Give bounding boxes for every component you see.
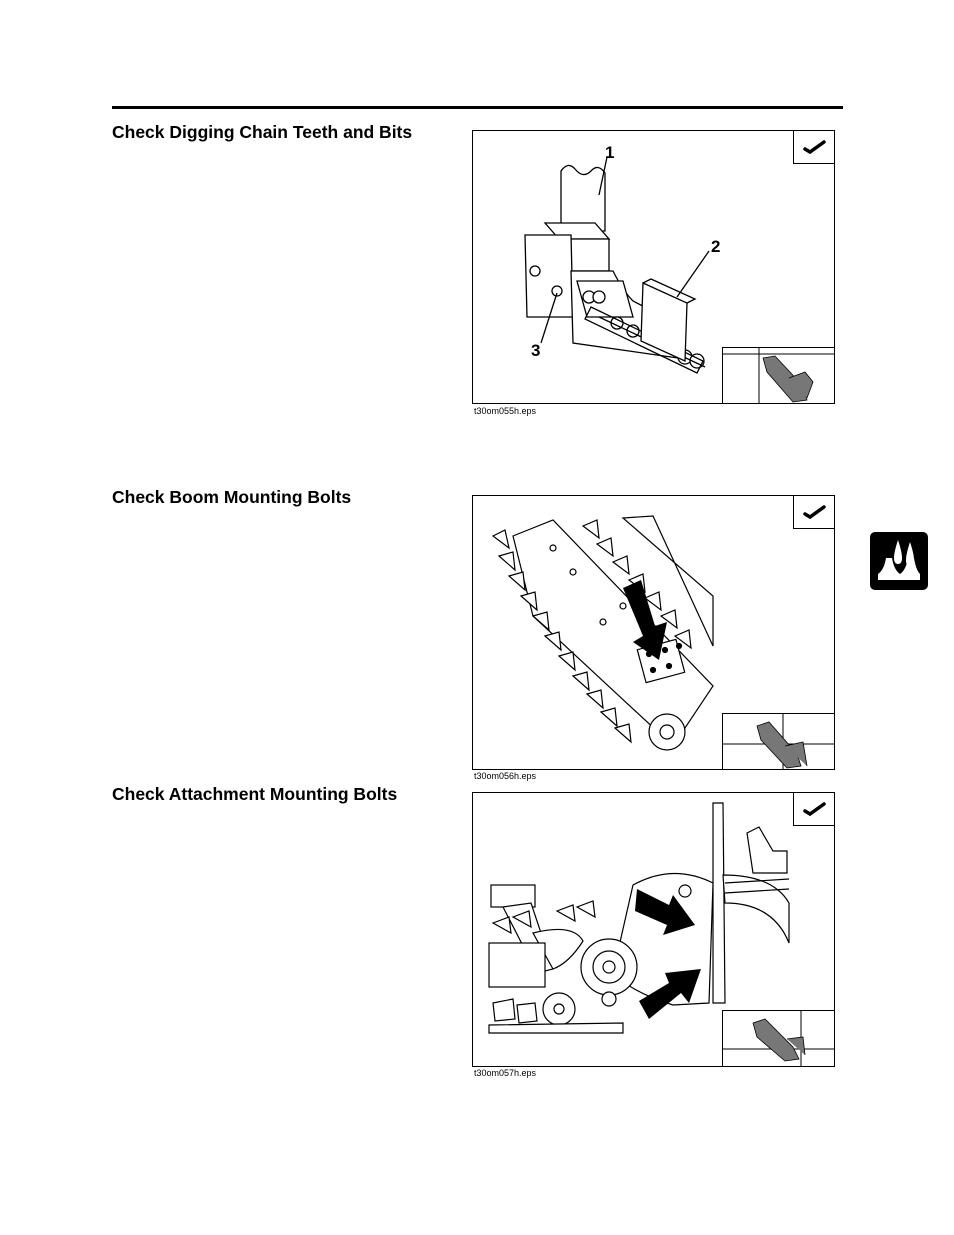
chain-teeth-illustration	[524, 156, 710, 374]
trencher-chain-inset-icon	[722, 713, 834, 769]
boom-bolts-illustration	[491, 515, 714, 751]
figure-chain-teeth: 1 2 3	[472, 130, 835, 404]
trencher-chain-inset-icon	[722, 1010, 834, 1066]
fluid-drops-icon	[870, 532, 928, 590]
figure-caption: t30om056h.eps	[474, 771, 537, 781]
figure-boom-bolts	[472, 495, 835, 770]
checkmark-icon	[793, 496, 834, 529]
attachment-bolts-illustration	[488, 802, 790, 1034]
figure-caption: t30om055h.eps	[474, 406, 537, 416]
section-heading-chain-teeth: Check Digging Chain Teeth and Bits	[112, 122, 413, 142]
callout-3: 3	[531, 341, 541, 360]
section-heading-boom-bolts: Check Boom Mounting Bolts	[112, 487, 352, 507]
header-rule	[112, 106, 843, 109]
checkmark-icon	[793, 131, 834, 164]
callout-2: 2	[711, 237, 721, 256]
trencher-chain-inset-icon	[722, 347, 834, 403]
figure-caption: t30om057h.eps	[474, 1068, 537, 1078]
section-heading-attachment-bolts: Check Attachment Mounting Bolts	[112, 784, 398, 804]
figure-attachment-bolts	[472, 792, 835, 1067]
checkmark-icon	[793, 793, 834, 826]
callout-1: 1	[605, 143, 615, 162]
